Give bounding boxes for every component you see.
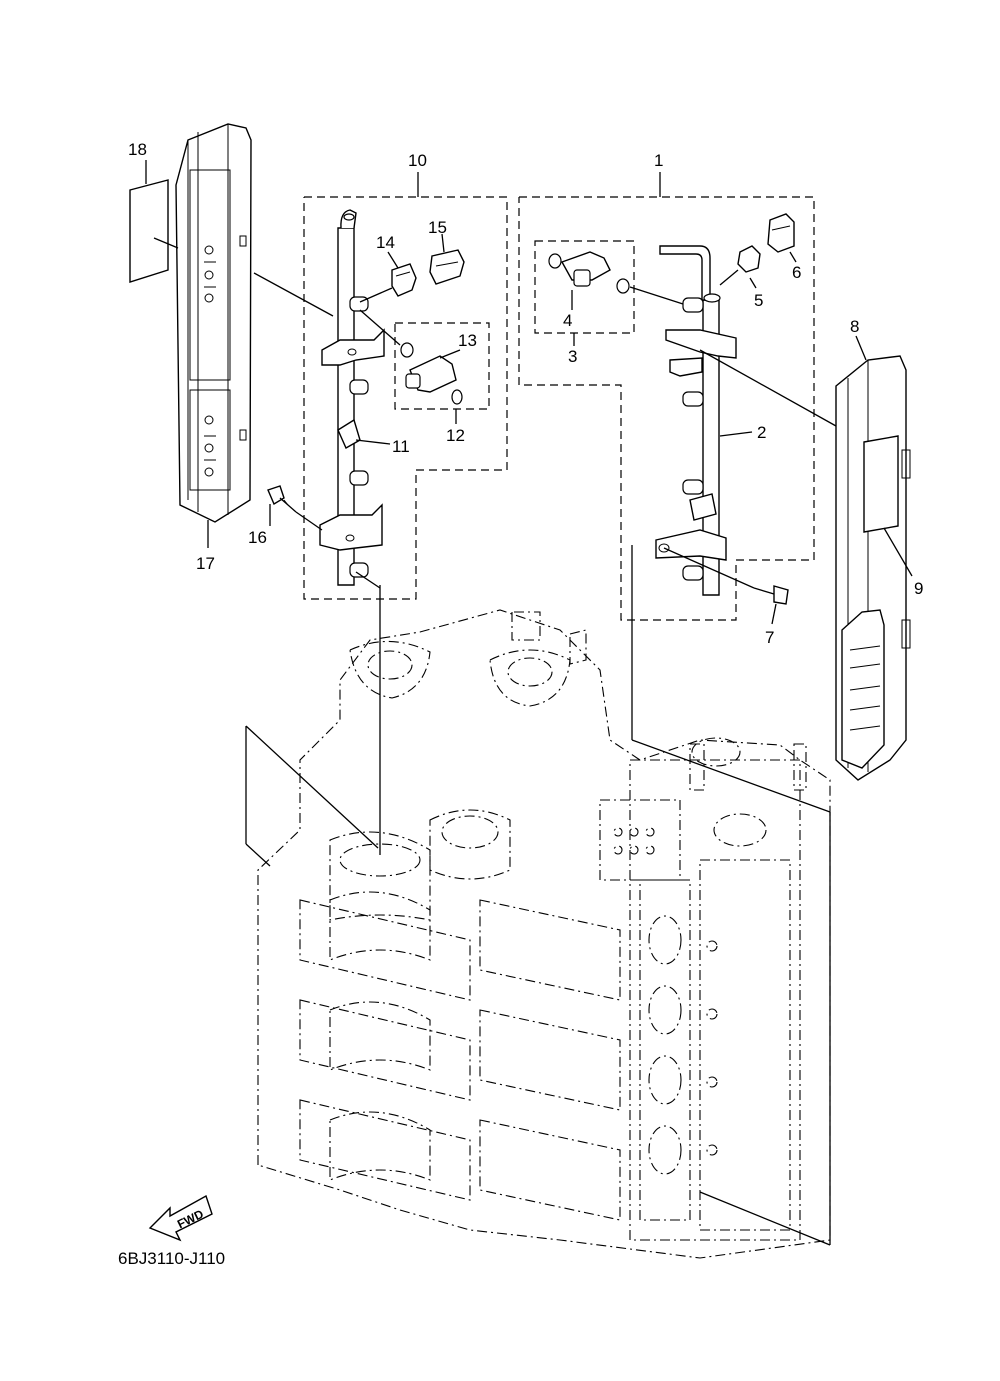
engine-block — [257, 609, 831, 1259]
callout-15: 15 — [428, 218, 447, 237]
label-sticker-left — [129, 179, 169, 283]
bolt-7 — [753, 585, 789, 605]
callout-16: 16 — [248, 528, 267, 547]
callout-2: 2 — [757, 423, 766, 442]
fuel-injector-4 — [548, 251, 630, 294]
callout-labels: 1 2 3 4 5 6 7 8 9 10 11 12 13 14 15 16 1… — [128, 140, 923, 647]
callout-11: 11 — [392, 437, 410, 456]
group-box-10 — [303, 196, 508, 600]
group-box-3 — [534, 240, 635, 334]
fuel-injector-13 — [400, 342, 463, 405]
fuel-rail-cover-right — [835, 355, 911, 781]
callout-17: 17 — [196, 554, 215, 573]
group-box-12 — [394, 322, 490, 410]
callout-5: 5 — [754, 291, 763, 310]
clip-14 — [391, 263, 417, 297]
label-sticker-right — [863, 435, 899, 533]
callout-13: 13 — [458, 331, 477, 350]
callout-7: 7 — [765, 628, 774, 647]
callout-4: 4 — [563, 311, 572, 330]
fuel-rail-cover-left — [175, 123, 252, 523]
callout-12: 12 — [446, 426, 465, 445]
clip-6 — [767, 213, 795, 253]
leader-lines — [145, 160, 913, 1246]
callout-6: 6 — [792, 263, 801, 282]
bolt-16 — [267, 485, 297, 513]
fuel-rail-right — [655, 245, 737, 596]
group-box-1 — [518, 196, 815, 621]
callout-9: 9 — [914, 579, 923, 598]
callout-8: 8 — [850, 317, 859, 336]
callout-10: 10 — [408, 151, 427, 170]
clip-15 — [429, 249, 465, 285]
callout-18: 18 — [128, 140, 147, 159]
callout-3: 3 — [568, 347, 577, 366]
callout-14: 14 — [376, 233, 395, 252]
diagram-code: 6BJ3110-J110 — [118, 1249, 225, 1268]
clip-5 — [737, 245, 761, 273]
callout-1: 1 — [654, 151, 663, 170]
forward-direction-arrow: FWD — [148, 1194, 213, 1242]
fuel-rail-left — [319, 209, 385, 586]
